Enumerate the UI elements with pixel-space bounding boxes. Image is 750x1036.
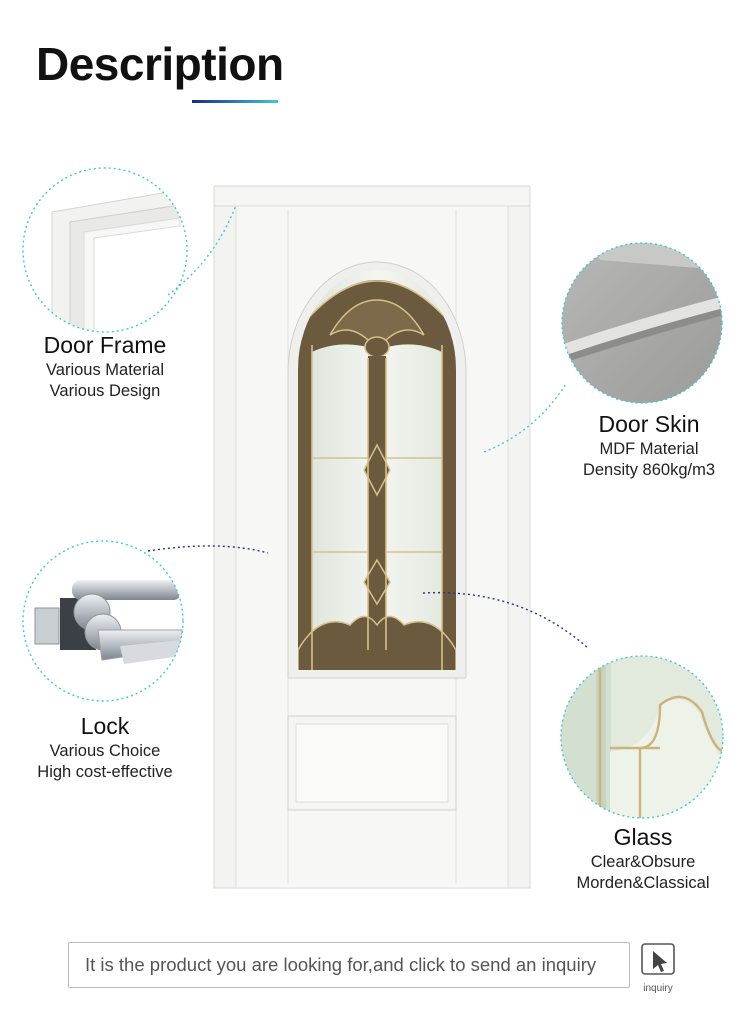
inquiry-banner[interactable]: It is the product you are looking for,an… (68, 942, 630, 988)
glass-detail (560, 655, 724, 819)
lock-title: Lock (80, 713, 130, 739)
page-title: Description (36, 38, 284, 90)
door-frame-title: Door Frame (43, 332, 167, 358)
door-skin-title: Door Skin (598, 411, 700, 437)
lock-detail (22, 540, 184, 702)
lock-line-1: Various Choice (49, 742, 161, 760)
inquiry-button-label: inquiry (643, 983, 673, 994)
leaded-glass (298, 270, 456, 670)
door-skin-detail (561, 242, 723, 404)
door (213, 185, 531, 889)
glass-line-1: Clear&Obsure (590, 853, 696, 871)
door-frame-callout: Door Frame Various Material Various Desi… (24, 330, 186, 402)
door-skin-callout: Door Skin MDF Material Density 860kg/m3 (566, 409, 732, 481)
door-frame-left (213, 185, 237, 889)
door-frame-detail (22, 167, 188, 333)
door-frame-right (507, 185, 531, 889)
lock-callout: Lock Various Choice High cost-effective (24, 711, 186, 783)
cursor-pointer-icon (641, 943, 675, 975)
door-skin-line-1: MDF Material (599, 440, 699, 458)
glass-line-2: Morden&Classical (576, 874, 710, 892)
inquiry-button[interactable]: inquiry (638, 942, 678, 996)
door-frame-top (213, 185, 531, 207)
title-underline (192, 100, 278, 103)
door-frame-line-1: Various Material (46, 361, 164, 379)
door-skin-line-2: Density 860kg/m3 (582, 461, 716, 479)
glass-callout: Glass Clear&Obsure Morden&Classical (560, 822, 726, 894)
door-frame-line-2: Various Design (49, 382, 161, 400)
inquiry-text: It is the product you are looking for,an… (85, 954, 597, 975)
callout-leaders (147, 204, 589, 649)
glass-title: Glass (613, 824, 673, 850)
lock-line-2: High cost-effective (37, 763, 173, 781)
